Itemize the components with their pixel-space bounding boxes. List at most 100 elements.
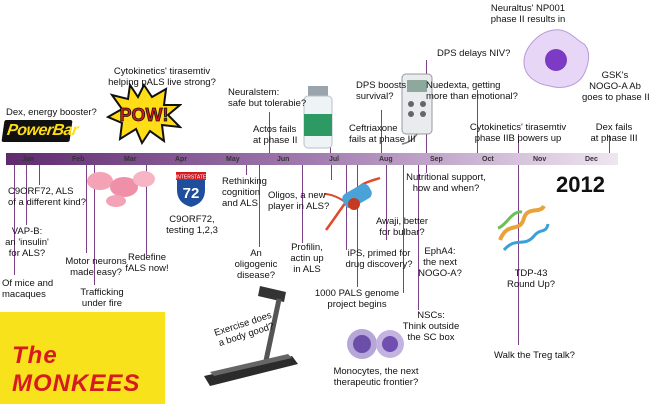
label-line: NOGO-A Ab xyxy=(589,81,641,92)
label-line: fails at phase III xyxy=(349,134,416,145)
month-nov: Nov xyxy=(533,156,547,163)
label-epha4: EphA4: the next NOGO-A? xyxy=(412,246,468,279)
month-jun: Jun xyxy=(277,156,290,163)
label-line: Nutritional support, xyxy=(406,172,486,183)
powerbar-text: PowerBar xyxy=(5,122,79,139)
label-line: TDP-43 xyxy=(514,268,548,279)
stem xyxy=(386,165,387,240)
label-dps-survival: DPS boosts survival? xyxy=(356,80,406,102)
label-profilin: Profilin, actin up in ALS xyxy=(284,242,330,275)
label-line: safe but tolerabie? xyxy=(228,98,307,109)
label-line: Neuralstem: xyxy=(228,87,280,98)
stem xyxy=(609,135,610,153)
label-line: Cytokinetics' tirasemtiv xyxy=(469,122,567,133)
label-line: Oligos, a new xyxy=(268,190,326,201)
label-line: Ceftriaxone xyxy=(349,123,398,134)
stem xyxy=(403,165,404,293)
label-line: made easy? xyxy=(70,267,122,278)
label-line: at phase II xyxy=(253,135,298,146)
stem xyxy=(357,165,358,287)
label-line: Rethinking xyxy=(222,176,267,187)
label-line: player in ALS? xyxy=(268,201,330,212)
stem xyxy=(26,165,27,225)
label-trafficking: Trafficking under fire xyxy=(70,287,134,309)
label-line: phase IIB powers up xyxy=(474,133,562,144)
month-apr: Apr xyxy=(175,156,188,163)
tdp43-protein-image xyxy=(497,204,550,252)
stem xyxy=(86,165,87,253)
label-vapb: VAP-B: an 'insulin' for ALS? xyxy=(2,226,52,259)
label-rethinking-cognition: Rethinking cognition and ALS xyxy=(222,176,267,209)
label-line: testing 1,2,3 xyxy=(166,225,218,236)
label-line: VAP-B: xyxy=(11,226,43,237)
interstate-top-text: INTERSTATE xyxy=(176,175,207,181)
label-dex-energy: Dex, energy booster? xyxy=(6,107,97,118)
label-line: of a different kind? xyxy=(8,197,86,208)
label-mice-macaques: Of mice and macaques xyxy=(2,278,53,300)
month-mar: Mar xyxy=(124,156,137,163)
label-line: An xyxy=(250,248,262,259)
label-dex-fails: Dex fails at phase III xyxy=(582,122,646,144)
month-aug: Aug xyxy=(379,156,393,163)
label-c9orf72-different: C9ORF72, ALS of a different kind? xyxy=(8,186,86,208)
label-line: Monocytes, the next xyxy=(333,366,419,377)
motor-neuron-image xyxy=(87,171,155,207)
label-line: Trafficking xyxy=(80,287,124,298)
stem xyxy=(477,90,478,153)
label-line: an 'insulin' xyxy=(5,237,49,248)
stem xyxy=(269,112,270,153)
label-line: macaques xyxy=(2,289,46,300)
pow-burst-image: POW! xyxy=(106,83,182,145)
label-line: C9ORF72, ALS xyxy=(8,186,74,197)
month-jan: Jan xyxy=(22,156,35,163)
label-oligos: Oligos, a new player in ALS? xyxy=(268,190,329,212)
label-line: drug discovery? xyxy=(345,259,413,270)
label-c9orf72-testing: C9ORF72, testing 1,2,3 xyxy=(160,214,224,236)
oligodendrocyte-image xyxy=(323,176,381,231)
label-line: therapeutic frontier? xyxy=(333,377,419,388)
label-line: and ALS xyxy=(222,198,258,209)
label-line: cognition xyxy=(222,187,261,198)
month-may: May xyxy=(226,156,240,163)
label-line: Cytokinetics' tirasemtiv xyxy=(113,66,211,77)
label-line: more than emotional? xyxy=(426,91,518,102)
label-line: how and when? xyxy=(412,183,480,194)
stem xyxy=(418,165,419,310)
label-line: at phase III xyxy=(590,133,638,144)
label-neuralstem: Neuralstem: safe but tolerabie? xyxy=(228,87,306,109)
stem xyxy=(146,165,147,255)
label-line: goes to phase II xyxy=(582,92,650,103)
label-line: under fire xyxy=(81,298,123,309)
label-dps-niv: DPS delays NIV? xyxy=(437,48,511,59)
interstate-number: 72 xyxy=(183,185,200,202)
label-line: project begins xyxy=(327,299,387,310)
label-line: iPS, primed for xyxy=(347,248,411,259)
label-treg: Walk the Treg talk? xyxy=(494,350,575,361)
label-np001: Neuraltus' NP001 phase II results in xyxy=(478,3,578,25)
dps-device-image xyxy=(401,73,433,145)
stem xyxy=(246,165,247,175)
label-line: the next xyxy=(423,257,457,268)
label-line: Of mice and xyxy=(2,278,54,289)
label-nscs: NSCs: Think outside the SC box xyxy=(396,310,466,343)
label-line: for ALS? xyxy=(8,248,46,259)
stem xyxy=(302,165,303,243)
label-line: actin up xyxy=(290,253,324,264)
label-oligogenic: An oligogenic disease? xyxy=(226,248,286,281)
label-line: 1000 PALS genome xyxy=(314,288,400,299)
label-line: DPS boosts xyxy=(356,80,407,91)
label-line: the SC box xyxy=(407,332,455,343)
label-monocytes: Monocytes, the next therapeutic frontier… xyxy=(318,366,434,388)
label-line: fALS now! xyxy=(125,263,169,274)
label-line: Round Up? xyxy=(506,279,556,290)
label-line: survival? xyxy=(356,91,394,102)
label-line: Awaji, better xyxy=(375,216,429,227)
stem xyxy=(14,165,15,275)
year-label: 2012 xyxy=(556,172,605,197)
powerbar-logo: PowerBar xyxy=(1,120,79,142)
label-awaji: Awaji, better for bulbar? xyxy=(370,216,434,238)
monkees-text: The MONKEES xyxy=(12,342,141,397)
stem xyxy=(39,165,40,185)
